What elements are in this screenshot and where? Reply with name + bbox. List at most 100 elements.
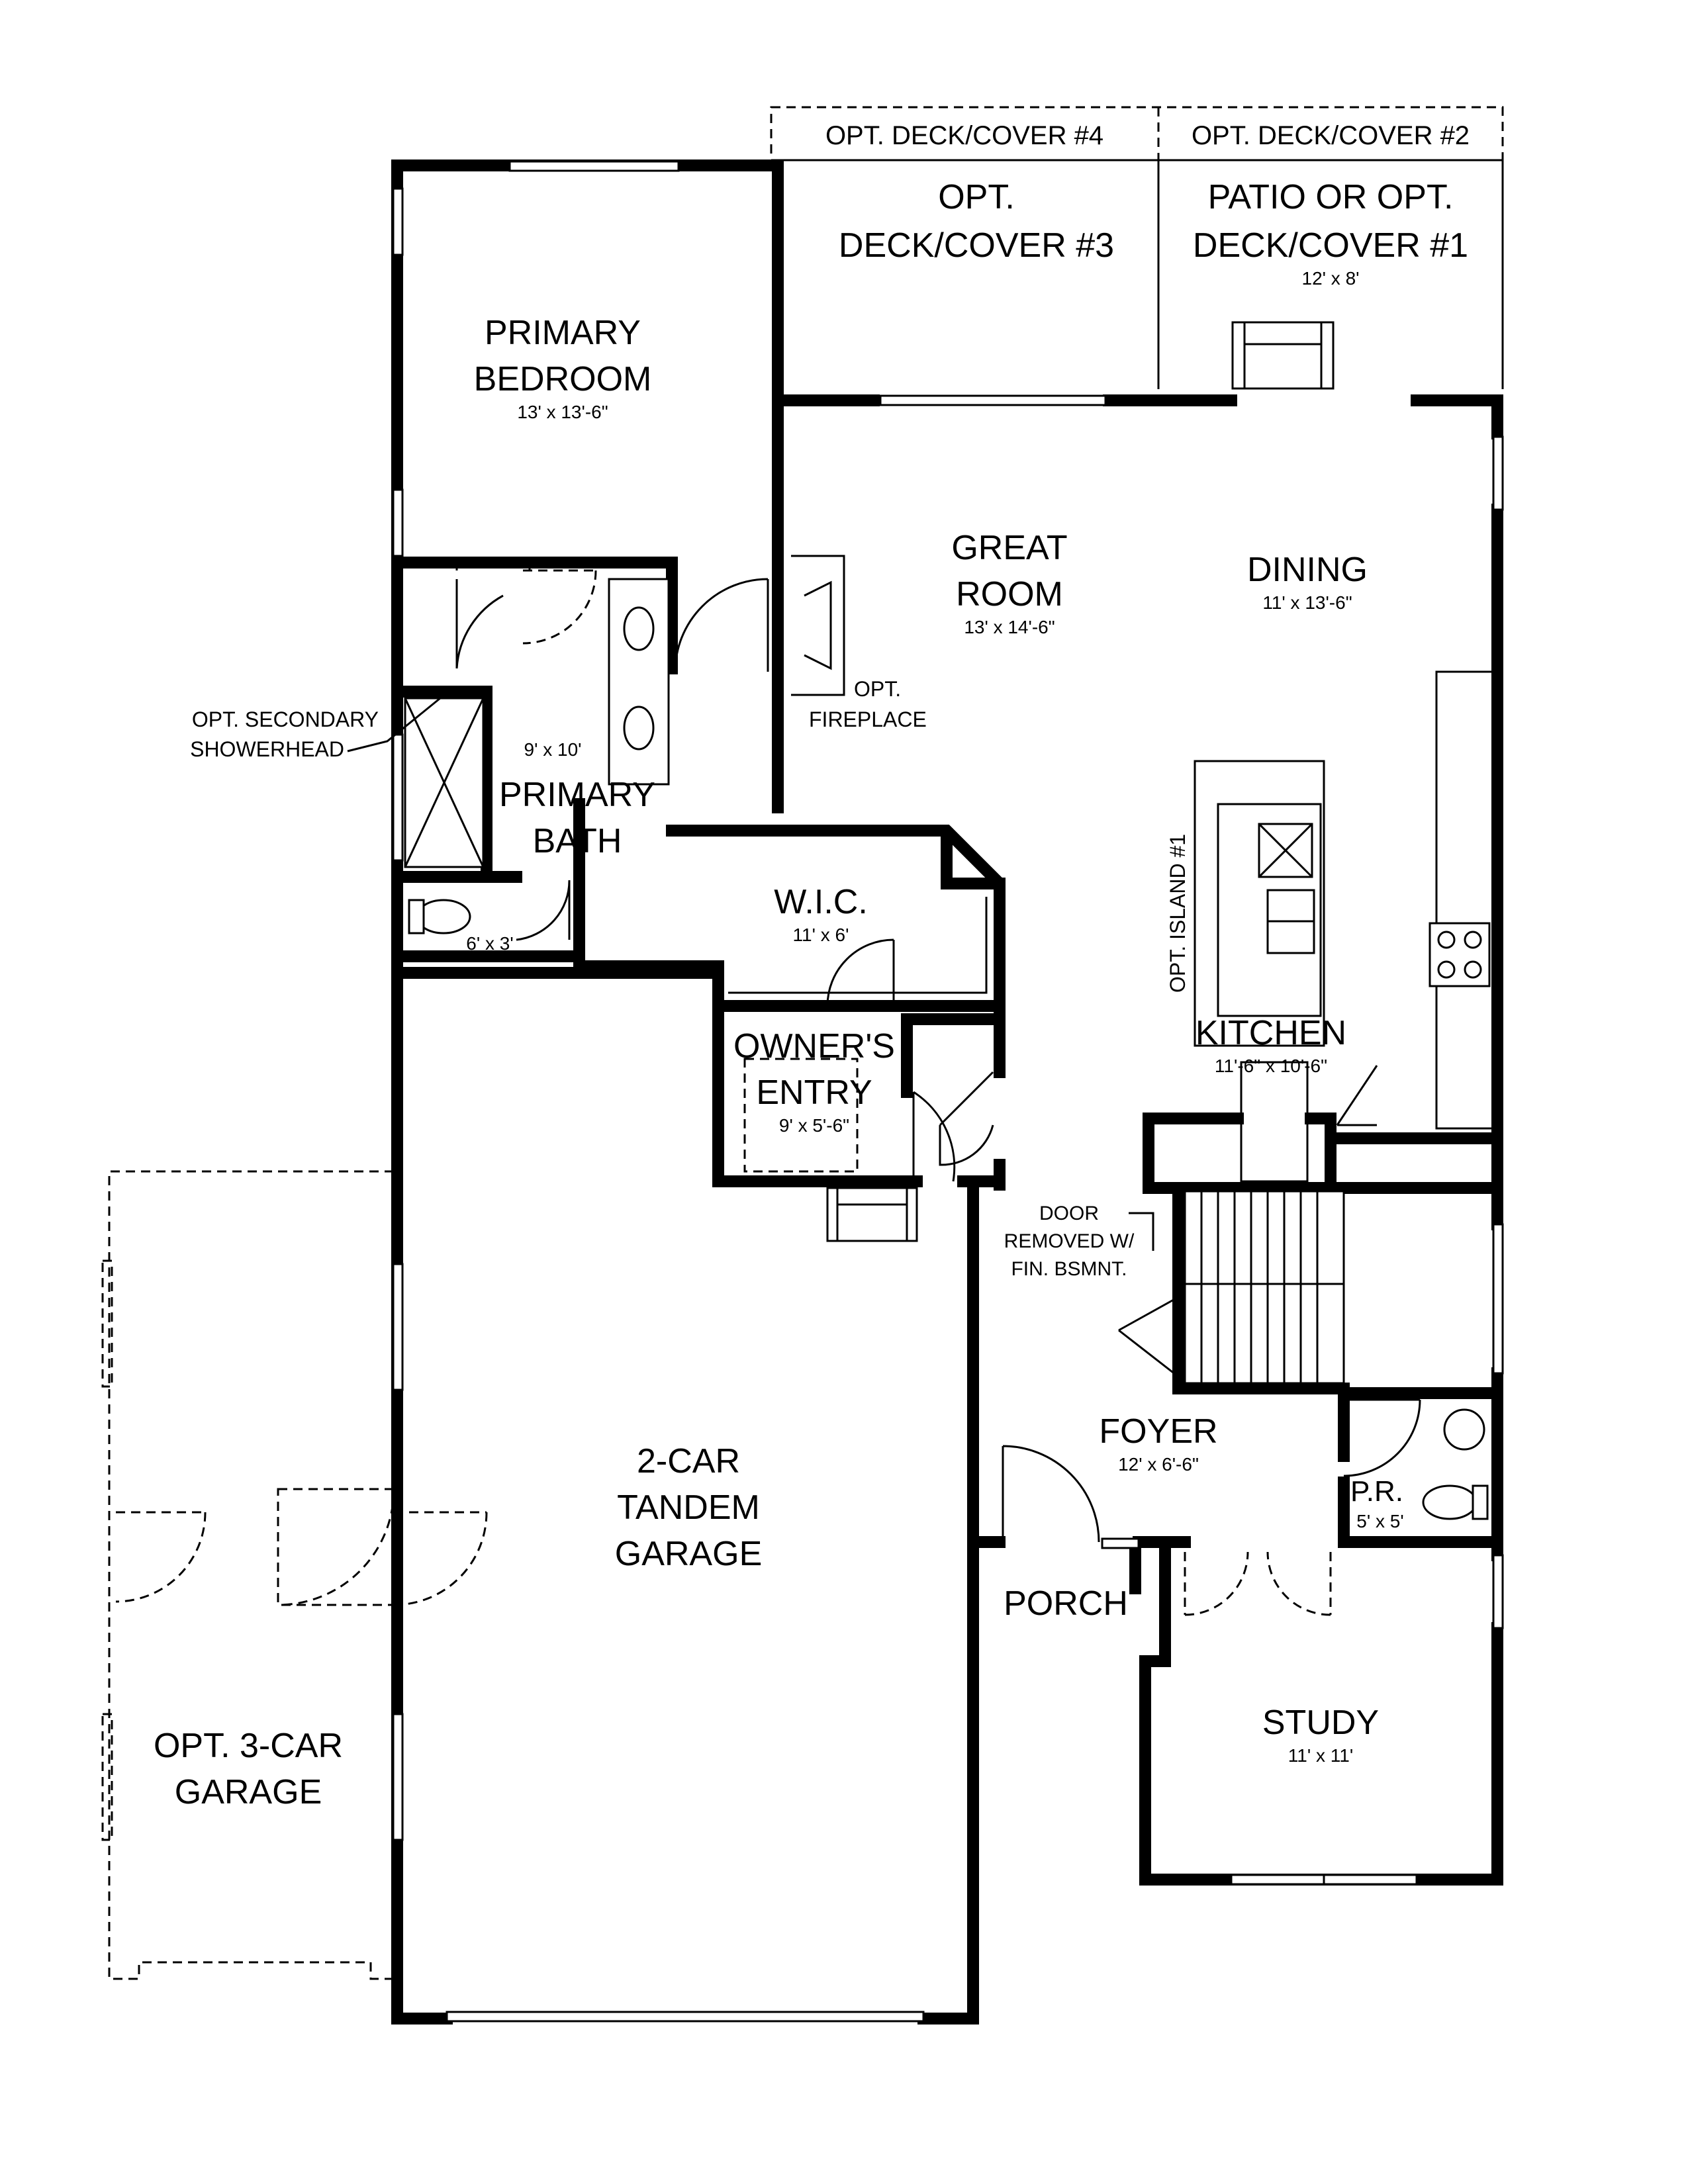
label-garage-line1: 2-CAR (637, 1442, 740, 1480)
door-bath-closet (455, 579, 504, 669)
label-opt-garage-line1: OPT. 3-CAR (154, 1727, 343, 1765)
fireplace-icon (804, 580, 832, 670)
window-garage-lower (392, 1713, 404, 1841)
window-dining (1492, 435, 1504, 511)
opt-garage-dashed-wall (108, 1170, 394, 1980)
label-primary-bath-line1: PRIMARY (499, 776, 655, 814)
label-showerhead-line2: SHOWERHEAD (190, 737, 344, 761)
door-note-leader (1129, 1212, 1154, 1251)
wall-kitchen-pantry (1143, 1113, 1336, 1194)
label-great-room-line1: GREAT (951, 529, 1067, 567)
window-stair (1492, 1223, 1504, 1375)
garage-steps (826, 1187, 918, 1242)
doors (455, 558, 1421, 1616)
label-toilet-dim: 6' x 3' (466, 933, 513, 954)
label-patio-line2: DECK/COVER #1 (1193, 226, 1468, 265)
walls (391, 159, 1503, 2025)
label-showerhead-line1: OPT. SECONDARY (192, 707, 379, 731)
window-bedroom-left-bottom (392, 488, 404, 557)
label-primary-bedroom-line2: BEDROOM (474, 360, 652, 398)
burner (1437, 960, 1456, 979)
kitchen-peninsula (1240, 1061, 1309, 1183)
label-garage-line2: TANDEM (617, 1488, 760, 1527)
range-icon (1429, 922, 1491, 987)
wall-owners-entry (712, 1000, 923, 1187)
toilet-tank (408, 899, 425, 934)
label-primary-bath-dim: 9' x 10' (524, 739, 582, 760)
door-study-right (1266, 1551, 1332, 1616)
window-shower (392, 733, 404, 862)
opt-garage-outline (101, 1170, 488, 1980)
door-powder (1343, 1398, 1421, 1477)
opt-garage-door-mid (277, 1488, 395, 1606)
label-deck-cover-2: OPT. DECK/COVER #2 (1192, 121, 1470, 150)
label-wic: W.I.C. (774, 883, 868, 921)
label-garage-line3: GARAGE (615, 1535, 763, 1573)
deck-options (770, 106, 1504, 390)
windows (392, 160, 1504, 2023)
label-dining: DINING (1247, 551, 1368, 589)
label-patio-dim: 12' x 8' (1302, 268, 1360, 289)
label-primary-bath-line2: BATH (533, 822, 622, 860)
door-bedroom (674, 578, 769, 672)
label-owners-entry-line1: OWNER'S (733, 1027, 895, 1066)
sidelight-foyer (1101, 1537, 1140, 1549)
door-bath-header (455, 558, 531, 570)
label-deck3-line1: OPT. (938, 178, 1015, 216)
label-great-room-line2: ROOM (956, 575, 1063, 614)
showerhead-leader (347, 697, 441, 752)
door-toilet (516, 880, 571, 941)
burner (1464, 931, 1482, 949)
stair-flight-lower (1184, 1283, 1345, 1385)
label-primary-bedroom-line1: PRIMARY (485, 314, 641, 352)
label-study-dim: 11' x 11' (1288, 1745, 1353, 1766)
sink-icon (623, 705, 655, 751)
label-powder-dim: 5' x 5' (1356, 1511, 1403, 1531)
label-opt-garage-line2: GARAGE (175, 1773, 322, 1811)
sink-icon (623, 606, 655, 651)
wall-garage-left (391, 950, 453, 2025)
window-bedroom-top (508, 160, 680, 172)
label-door-note-line1: DOOR (1039, 1203, 1099, 1224)
window-study-right (1492, 1554, 1504, 1629)
label-deck3-line2: DECK/COVER #3 (839, 226, 1114, 265)
toilet-icon (1422, 1484, 1477, 1520)
toilet-tank (1472, 1484, 1489, 1520)
stair-flight-upper (1184, 1190, 1345, 1285)
stairs (1184, 1190, 1345, 1385)
door-pantry (1336, 1065, 1378, 1126)
burner (1437, 931, 1456, 949)
label-owners-entry-dim: 9' x 5'-6" (779, 1115, 849, 1136)
door-basement (1118, 1296, 1179, 1378)
patio-steps (1231, 321, 1335, 390)
window-great-room (879, 394, 1107, 406)
label-fireplace-line1: OPT. (854, 677, 901, 701)
kitchen-island-dashed (1194, 760, 1325, 1047)
entry-bench (743, 1058, 859, 1173)
fixtures (347, 555, 1494, 1520)
label-foyer-dim: 12' x 6'-6" (1118, 1454, 1199, 1475)
label-dining-dim: 11' x 13'-6" (1262, 592, 1352, 613)
label-patio-line1: PATIO OR OPT. (1208, 178, 1454, 216)
label-owners-entry-line2: ENTRY (756, 1073, 872, 1112)
label-study: STUDY (1262, 1704, 1379, 1742)
door-owners-entry (912, 1091, 956, 1182)
labels: OPT. DECK/COVER #4 OPT. DECK/COVER #2 OP… (154, 121, 1470, 1811)
opt-garage-window-1 (101, 1259, 113, 1388)
cooktop-x (1258, 823, 1313, 878)
label-island: OPT. ISLAND #1 (1166, 834, 1190, 993)
door-entry-closet (939, 1071, 994, 1166)
opt-garage-door-left (115, 1511, 207, 1603)
door-wic (826, 938, 895, 1007)
shower-diag (404, 698, 485, 868)
burner (1464, 960, 1482, 979)
label-wic-dim: 11' x 6' (793, 925, 849, 945)
wic-shelf (728, 897, 988, 994)
label-primary-bedroom-dim: 13' x 13'-6" (517, 402, 608, 422)
door-study-left (1184, 1551, 1249, 1616)
opt-garage-window-2 (101, 1713, 113, 1841)
label-kitchen: KITCHEN (1196, 1014, 1346, 1052)
label-door-note-line2: REMOVED W/ (1004, 1230, 1135, 1252)
window-bedroom-left-top (392, 187, 404, 256)
